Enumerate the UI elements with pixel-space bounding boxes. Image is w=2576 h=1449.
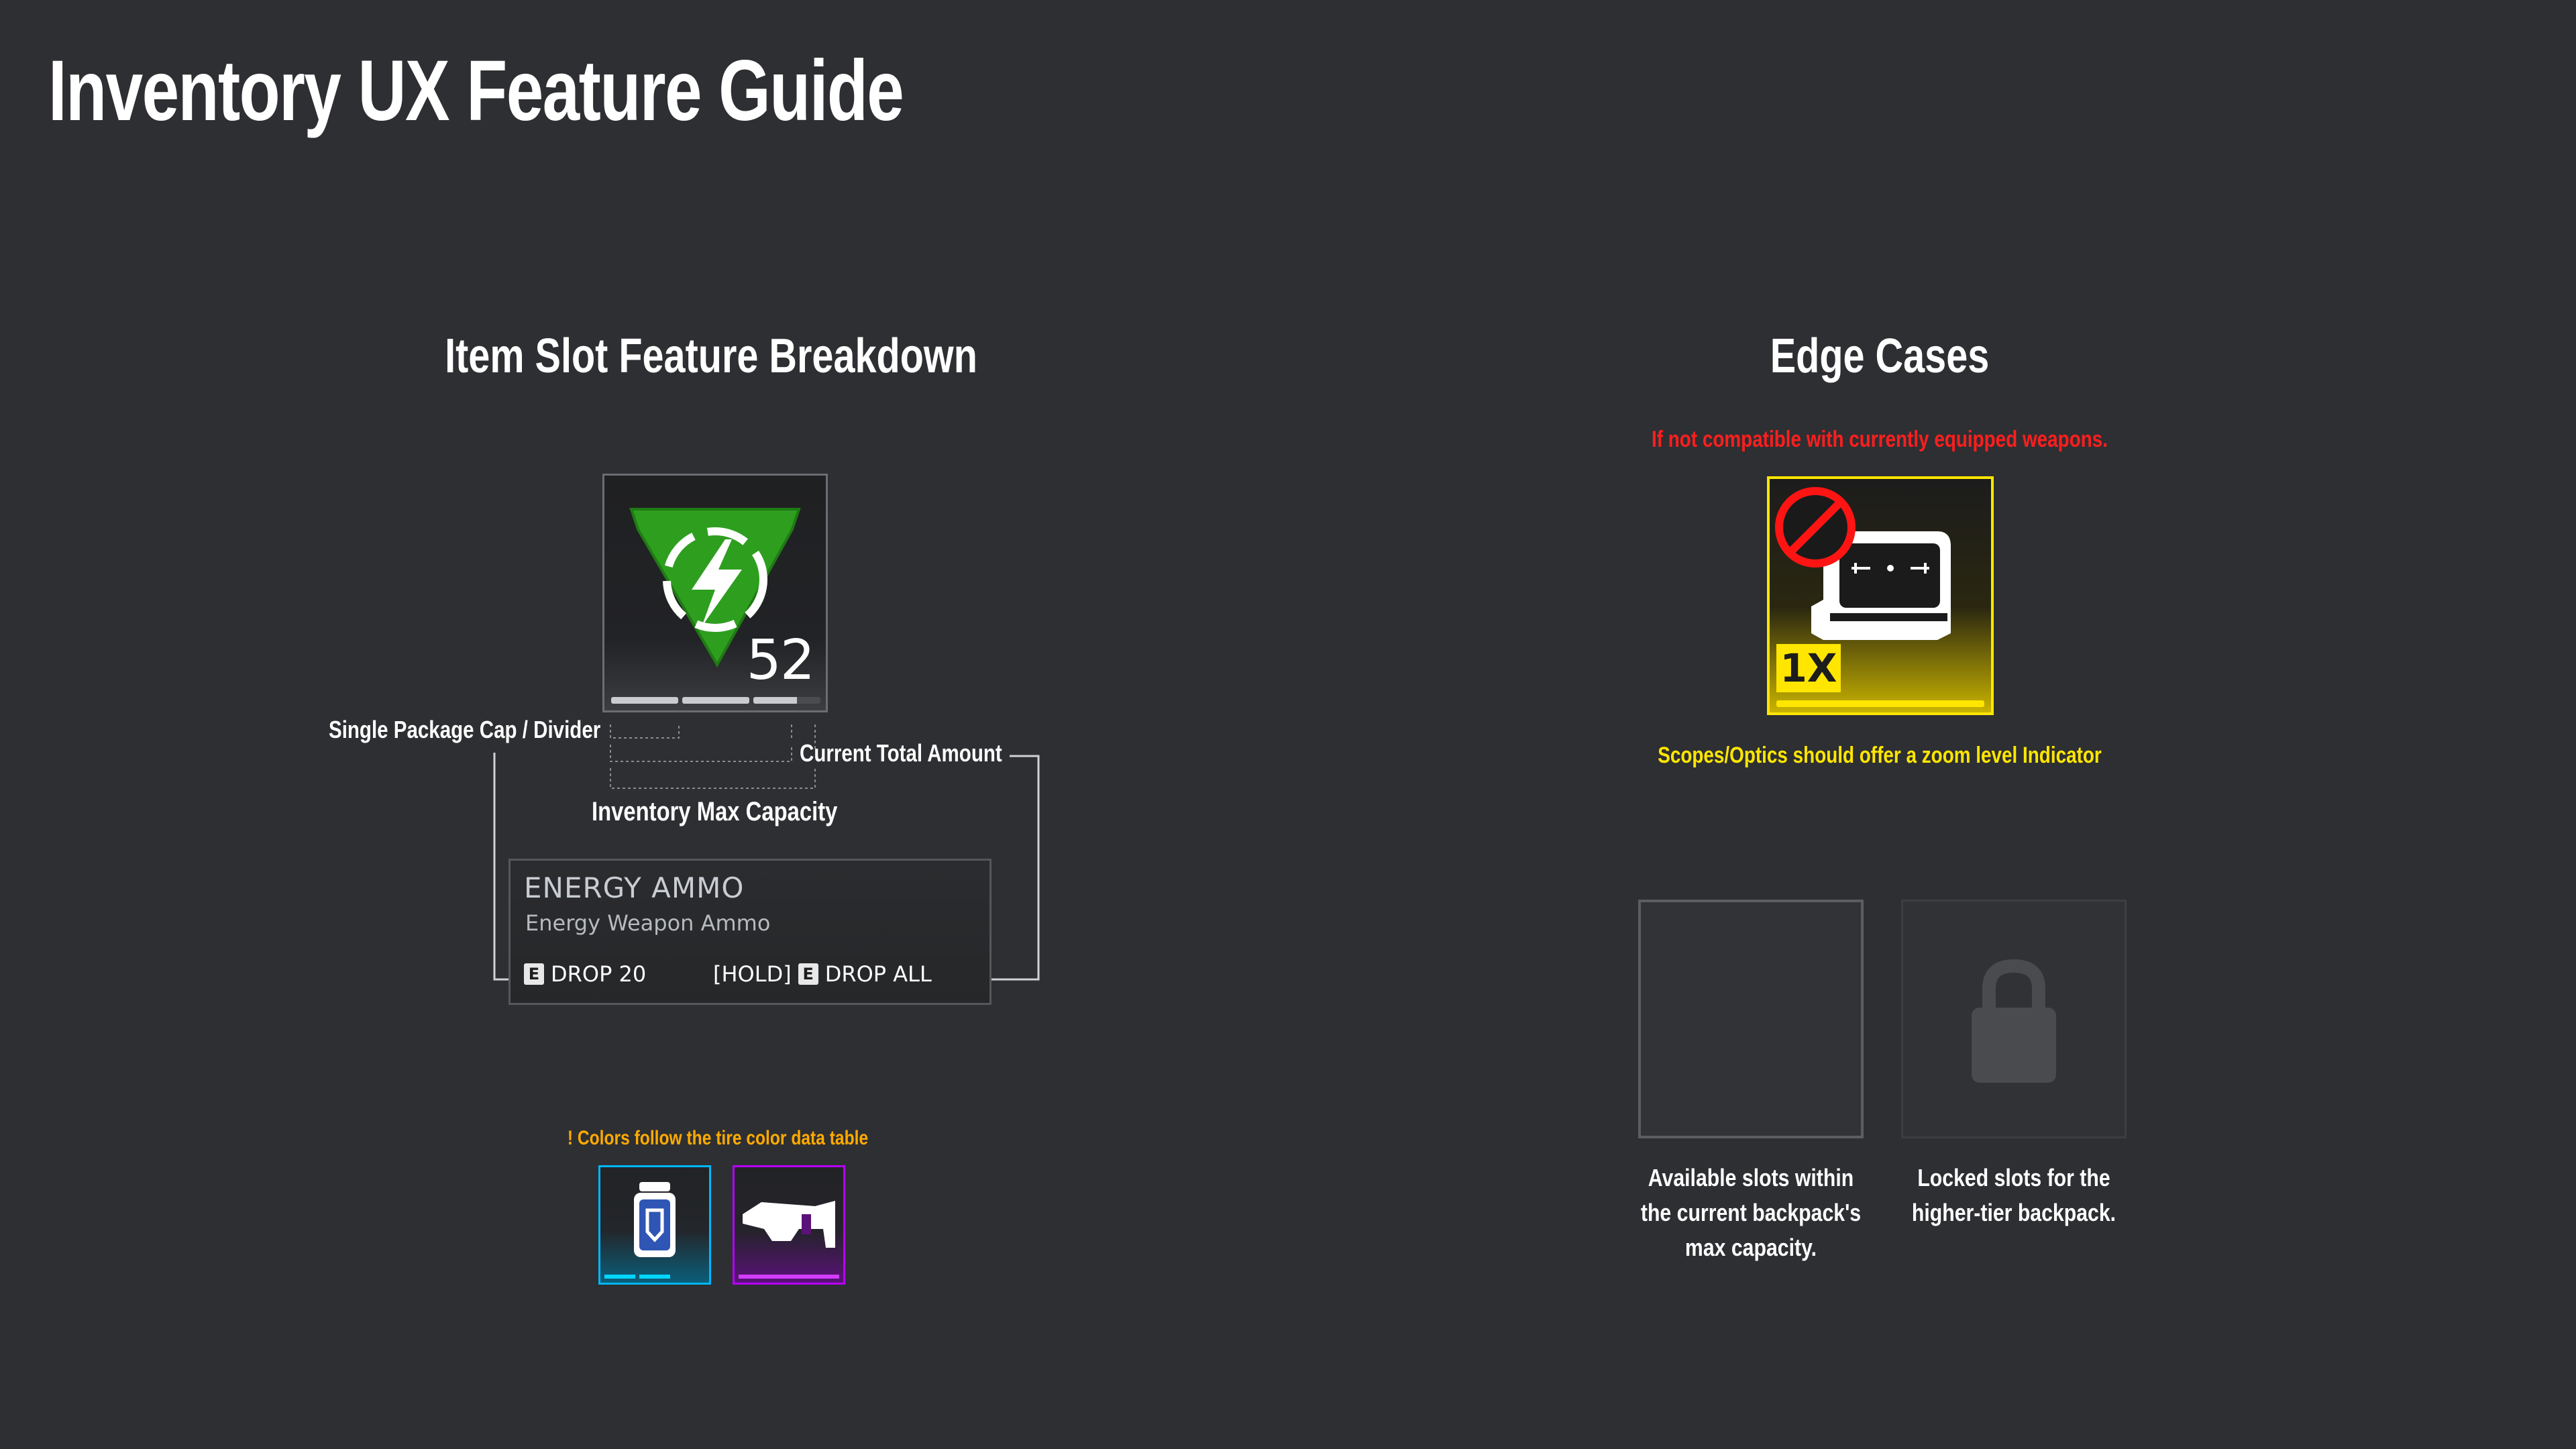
item-slot-purple-tier[interactable] xyxy=(733,1165,845,1285)
zoom-level-badge: 1X xyxy=(1776,644,1841,692)
section-title-item-slot: Item Slot Feature Breakdown xyxy=(445,329,977,383)
available-slot-caption: Available slots within the current backp… xyxy=(1640,1164,1862,1261)
capacity-bar xyxy=(611,697,820,704)
capacity-segment-partial xyxy=(753,697,820,704)
drop-20-action[interactable]: E DROP 20 xyxy=(524,961,646,987)
locked-slot xyxy=(1901,900,2127,1138)
locked-slot-caption: Locked slots for the higher-tier backpac… xyxy=(1911,1164,2116,1226)
scope-icon xyxy=(1811,531,1951,640)
slot-count: 52 xyxy=(746,629,815,692)
e-key-icon: E xyxy=(524,963,544,985)
incompatible-warning: If not compatible with currently equippe… xyxy=(1651,427,2108,452)
item-description: Energy Weapon Ammo xyxy=(525,910,771,936)
capacity-segment xyxy=(611,697,678,704)
weapon-stock-icon xyxy=(743,1201,835,1248)
drop-all-label: DROP ALL xyxy=(824,961,932,987)
lock-icon xyxy=(1972,959,2056,1083)
item-slot-blue-tier[interactable] xyxy=(598,1165,711,1285)
annotation-max-capacity: Inventory Max Capacity xyxy=(592,797,838,826)
drop-all-action[interactable]: [HOLD] E DROP ALL xyxy=(713,961,932,987)
incompatible-icon xyxy=(1775,487,1856,568)
drop-20-label: DROP 20 xyxy=(551,961,647,987)
tier-bar-segment xyxy=(639,1275,670,1279)
energy-ammo-icon xyxy=(629,508,801,668)
section-title-edge-cases: Edge Cases xyxy=(1770,329,1990,383)
capacity-segment xyxy=(682,697,749,704)
item-name: ENERGY AMMO xyxy=(524,871,745,904)
purple-tier-bar xyxy=(739,1275,839,1279)
zoom-level-note: Scopes/Optics should offer a zoom level … xyxy=(1658,743,2102,768)
legendary-tier-bar xyxy=(1776,700,1984,707)
tier-bar-segment xyxy=(604,1275,635,1279)
item-info-panel: ENERGY AMMO Energy Weapon Ammo E DROP 20… xyxy=(508,859,991,1005)
shield-cell-icon xyxy=(634,1182,676,1257)
item-slot-scope-incompatible[interactable]: 1X xyxy=(1767,476,1994,715)
tier-bar-segment-empty xyxy=(674,1275,705,1279)
available-empty-slot[interactable] xyxy=(1638,900,1864,1138)
item-slot-energy-ammo[interactable]: 52 xyxy=(602,474,828,712)
page-title: Inventory UX Feature Guide xyxy=(48,43,904,139)
annotation-current-total: Current Total Amount xyxy=(800,739,1002,767)
e-key-icon: E xyxy=(798,963,818,985)
hold-label: [HOLD] xyxy=(713,961,792,987)
tier-color-note: ! Colors follow the tire color data tabl… xyxy=(567,1127,869,1149)
blue-tier-bar xyxy=(604,1275,705,1279)
annotation-single-cap: Single Package Cap / Divider xyxy=(329,716,601,743)
